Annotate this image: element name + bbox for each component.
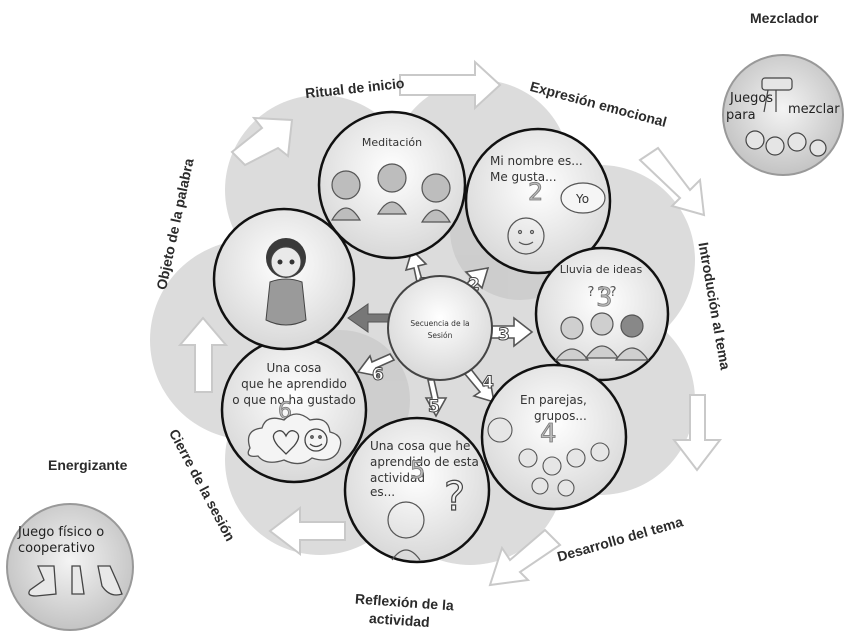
arrow-bottom	[268, 505, 346, 557]
mezclador-heading: Mezclador	[750, 10, 819, 26]
reflexion-line2: aprendido de esta	[370, 455, 479, 469]
mezclador-line1: Juegos	[729, 91, 773, 106]
circle-cierre: Una cosa que he aprendido o que no ha gu…	[220, 336, 368, 484]
circle-parejas: En parejas, grupos... 4	[480, 363, 628, 511]
expresion-number: 2	[528, 178, 543, 206]
expresion-line2: Me gusta...	[490, 170, 557, 184]
circle-mezclador: Juegos para mezclar	[722, 54, 844, 176]
spoke-5	[424, 379, 448, 418]
lluvia-marks: ? ? ?	[588, 285, 617, 300]
arrow-top	[399, 59, 502, 111]
parejas-line2: grupos...	[534, 409, 587, 423]
center-title-line2: Sesión	[428, 331, 453, 340]
circle-expresion: Mi nombre es... Me gusta... 2 Yo	[464, 127, 612, 275]
circle-objeto	[212, 207, 356, 351]
energizante-heading: Energizante	[48, 457, 128, 473]
lluvia-number: 3	[596, 283, 613, 313]
step-number-5: 5	[428, 397, 440, 417]
mezclador-line2: para	[726, 108, 756, 123]
circle-lluvia: Lluvia de ideas ? ? ? 3	[534, 246, 670, 382]
arrow-bottom-right	[488, 528, 562, 587]
reflexion-mark: ?	[444, 474, 465, 520]
group-children-icon	[487, 417, 610, 497]
cierre-line2: que he aprendido	[241, 377, 347, 391]
center-circle: Secuencia de la Sesión	[387, 275, 493, 381]
spoke-4	[463, 366, 496, 404]
expresion-bubble: Yo	[575, 192, 589, 206]
heart-icon	[272, 430, 300, 455]
lluvia-title: Lluvia de ideas	[560, 263, 643, 276]
meditating-children-icon	[330, 163, 452, 223]
reflexion-line3: actividad	[370, 471, 425, 485]
meditacion-title: Meditación	[362, 136, 422, 149]
energizante-line1: Juego físico o	[17, 525, 104, 540]
thinking-child-icon	[387, 501, 425, 561]
center-title-line1: Secuencia de la	[410, 319, 469, 328]
mixer-icon	[745, 77, 827, 157]
circle-reflexion: Una cosa que he aprendido de esta activi…	[343, 416, 491, 564]
step-number-6: 6	[372, 365, 384, 385]
smiley-icon	[304, 428, 328, 452]
spoke-6	[356, 352, 396, 378]
expresion-line1: Mi nombre es...	[490, 154, 583, 168]
child-face-icon	[507, 217, 545, 255]
step-number-4: 4	[482, 373, 494, 393]
reflexion-number: 5	[410, 456, 425, 484]
doll-icon	[265, 238, 307, 326]
cierre-line1: Una cosa	[266, 361, 321, 375]
energizante-line2: cooperativo	[18, 541, 95, 556]
arrow-top-left	[230, 116, 294, 167]
feet-icon	[28, 565, 123, 597]
cycle-arrows	[177, 59, 723, 587]
cierre-line3: o que no ha gustado	[232, 393, 356, 407]
parejas-line1: En parejas,	[520, 393, 587, 407]
arrow-right	[671, 394, 723, 472]
thought-bubble-icon	[560, 182, 606, 214]
arrow-top-right	[638, 146, 706, 217]
three-children-icon	[554, 312, 650, 361]
reflexion-line4: es...	[370, 485, 395, 499]
step-number-3: 3	[498, 325, 510, 345]
arrow-left	[177, 316, 229, 393]
parejas-number: 4	[540, 419, 557, 449]
reflexion-line1: Una cosa que he	[370, 439, 470, 453]
circle-meditacion: Meditación	[317, 110, 467, 260]
spoke-3	[487, 316, 534, 348]
circle-energizante: Juego físico o cooperativo	[6, 503, 134, 631]
mezclador-line3: mezclar	[788, 102, 840, 117]
